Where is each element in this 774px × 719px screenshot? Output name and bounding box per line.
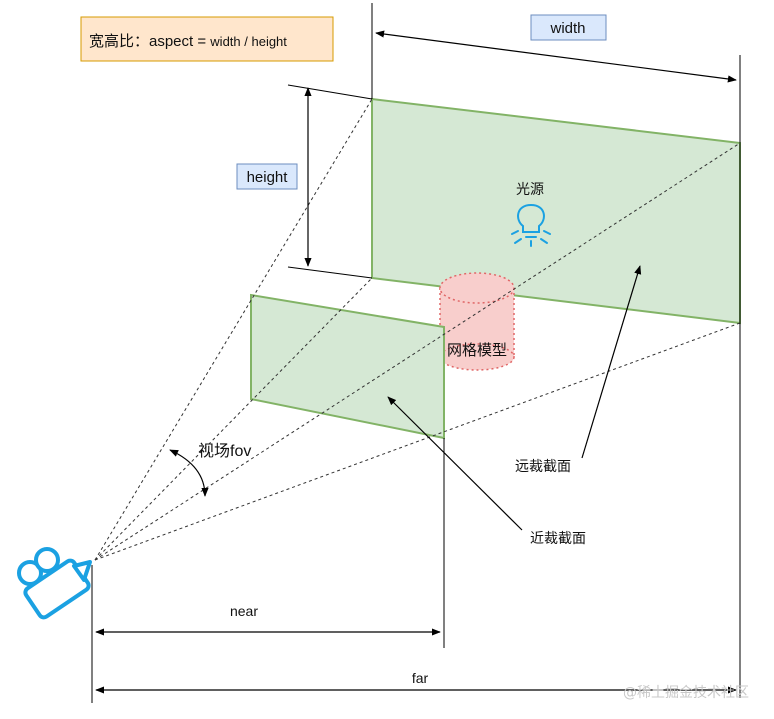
width-label-box: width [530, 14, 607, 41]
width-label: width [549, 20, 585, 37]
near-plane-label: 近裁截面 [530, 530, 586, 546]
height-label-box: height [236, 163, 298, 190]
watermark: @稀土掘金技术社区 [623, 685, 749, 701]
far-plane-label: 远裁截面 [515, 458, 571, 474]
mesh-label: 网格模型 [447, 342, 507, 359]
fov-arc-arrow [169, 449, 209, 497]
fov-label: 视场fov [198, 442, 251, 460]
aspect-formula: width / height [209, 34, 287, 49]
light-label: 光源 [516, 181, 544, 197]
far-label: far [412, 670, 429, 686]
height-label: height [247, 169, 289, 186]
far-clipping-plane [371, 97, 741, 325]
width-dimension-arrow [375, 30, 737, 83]
extension-lines [91, 3, 741, 703]
camera-icon [17, 547, 92, 620]
near-clipping-plane [250, 293, 445, 440]
light-bulb-icon [511, 203, 551, 247]
aspect-label-box: 宽高比：aspect = width / height [80, 16, 334, 62]
aspect-prefix: 宽高比：aspect = [89, 33, 210, 50]
mesh-cylinder [439, 272, 515, 371]
near-plane-pointer-arrow [387, 396, 523, 531]
near-label: near [230, 603, 258, 619]
far-plane-pointer-arrow [581, 265, 642, 459]
svg-text:宽高比：aspect = width / height: 宽高比：aspect = width / height [89, 33, 287, 50]
